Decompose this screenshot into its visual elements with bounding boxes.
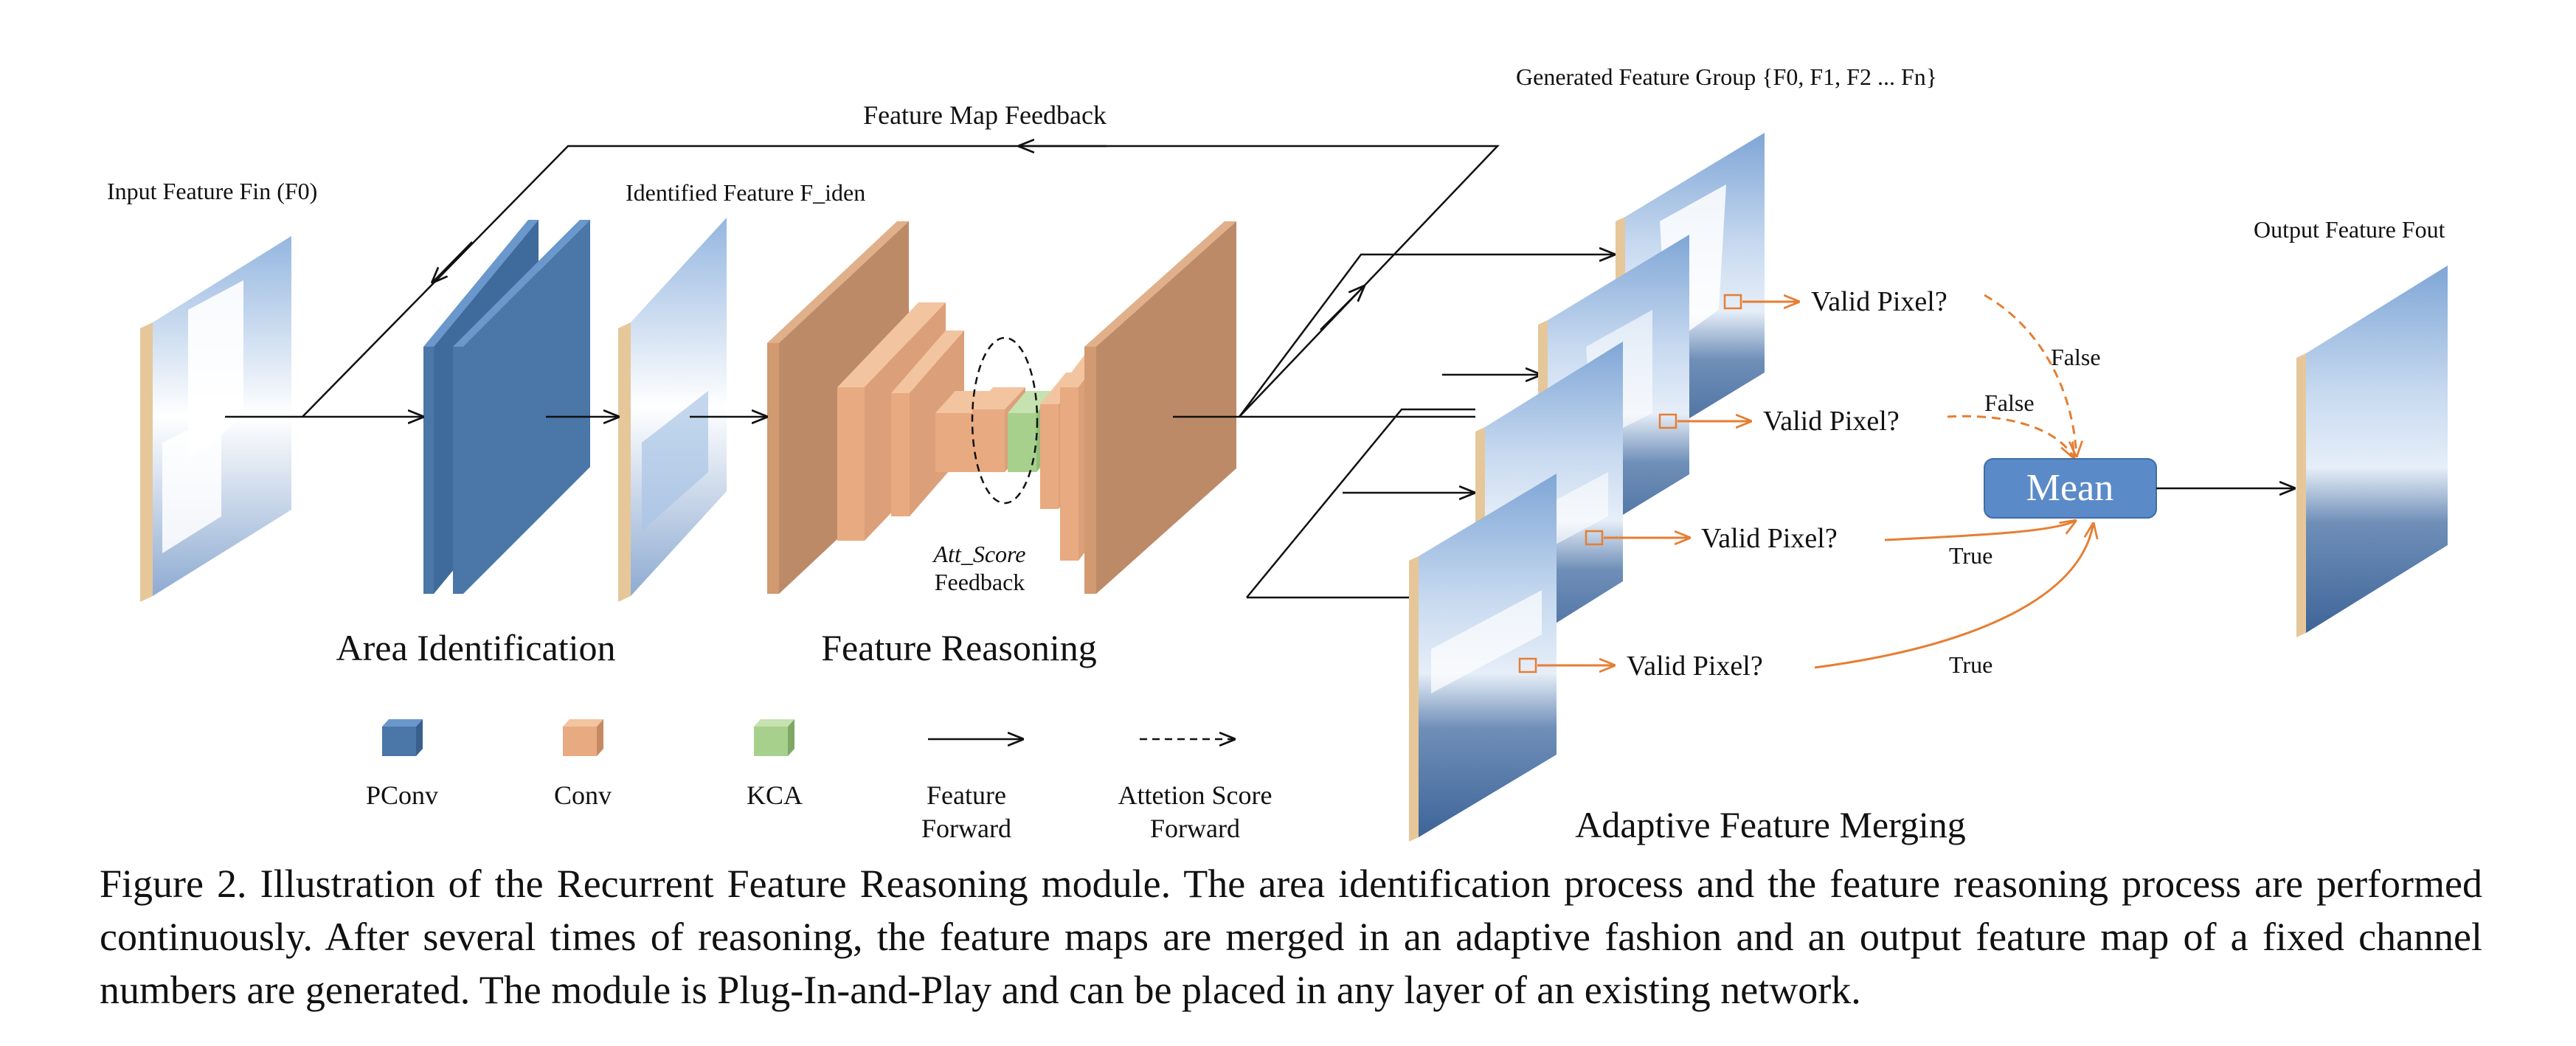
att-score-feedback-loop: [971, 336, 1039, 505]
figure-caption: Figure 2. Illustration of the Recurrent …: [100, 862, 2482, 1012]
true-label-2: True: [1949, 651, 1992, 678]
branch-to-f0: [1246, 408, 1475, 598]
legend-conv-label: Conv: [554, 780, 612, 810]
valid-pixel-label-f0: Valid Pixel?: [1627, 651, 1763, 682]
legend-att-forward-label-2: Forward: [1150, 814, 1240, 843]
identified-feature-map: [618, 218, 727, 602]
generated-group-label: Generated Feature Group {F0, F1, F2 ... …: [1516, 63, 1937, 90]
area-identification-title: Area Identification: [336, 627, 616, 668]
legend-kca-swatch: [754, 719, 794, 756]
output-feature-map: [2296, 266, 2448, 637]
adaptive-merging-title: Adaptive Feature Merging: [1575, 804, 1966, 845]
feature-map-feedback-label: Feature Map Feedback: [863, 100, 1107, 130]
input-feature-map: [140, 236, 291, 602]
mean-label: Mean: [2026, 467, 2113, 509]
valid-pixel-label-f1: Valid Pixel?: [1701, 523, 1838, 554]
feedback-arrow-head-2: [432, 241, 473, 283]
branch-to-f3: [1239, 254, 1616, 418]
feedback-label: Feedback: [935, 569, 1025, 595]
true-label-1: True: [1949, 542, 1992, 569]
rfr-module-diagram: Input Feature Fin (F0) Identified Featur…: [107, 63, 2448, 845]
false-arrow-f3: [1984, 294, 2077, 457]
legend-feature-forward-label-2: Forward: [921, 814, 1011, 843]
conv-decoder-large: [1084, 221, 1236, 594]
legend-pconv-swatch: [382, 719, 423, 756]
input-feature-label: Input Feature Fin (F0): [107, 178, 317, 204]
true-arrow-f1: [1884, 520, 2077, 541]
generated-feature-map-f0: [1409, 474, 1557, 842]
output-feature-label: Output Feature Fout: [2254, 216, 2445, 243]
legend-kca-label: KCA: [747, 780, 803, 810]
pconv-block-2: [453, 220, 590, 594]
identified-feature-label: Identified Feature F_iden: [626, 179, 865, 206]
true-arrow-f0: [1814, 522, 2094, 669]
false-label-1: False: [2051, 344, 2101, 370]
pixel-marker-f3: [1723, 294, 1742, 310]
legend-feature-forward-label-1: Feature: [927, 780, 1006, 810]
pixel-marker-f2: [1658, 413, 1677, 429]
legend-att-forward-label-1: Attetion Score: [1118, 780, 1273, 810]
att-score-label: Att_Score: [932, 541, 1026, 567]
feature-reasoning-title: Feature Reasoning: [821, 627, 1097, 668]
legend-conv-swatch: [563, 719, 603, 756]
feedback-arrow-head-3: [1320, 285, 1365, 330]
valid-pixel-label-f2: Valid Pixel?: [1763, 406, 1900, 437]
legend-pconv-label: PConv: [366, 780, 438, 810]
false-arrow-f2: [1947, 415, 2074, 459]
pixel-marker-f0: [1518, 657, 1537, 673]
false-label-2: False: [1984, 389, 2035, 416]
pixel-marker-f1: [1585, 530, 1604, 546]
valid-pixel-label-f3: Valid Pixel?: [1811, 286, 1947, 317]
